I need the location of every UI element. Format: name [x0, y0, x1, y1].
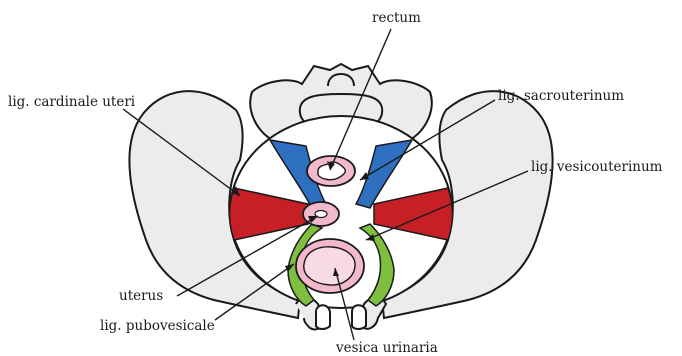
bladder-lumen: [304, 247, 355, 285]
label-rectum: rectum: [372, 10, 421, 26]
label-lig-vesicouterinum: lig. vesicouterinum: [531, 159, 663, 175]
label-uterus: uterus: [119, 288, 163, 304]
label-lig-cardinale-uteri: lig. cardinale uteri: [8, 94, 136, 110]
label-vesica-urinaria: vesica urinaria: [335, 340, 438, 356]
label-lig-pubovesicale: lig. pubovesicale: [100, 318, 215, 334]
label-lig-sacrouterinum: lig. sacrouterinum: [498, 88, 624, 104]
